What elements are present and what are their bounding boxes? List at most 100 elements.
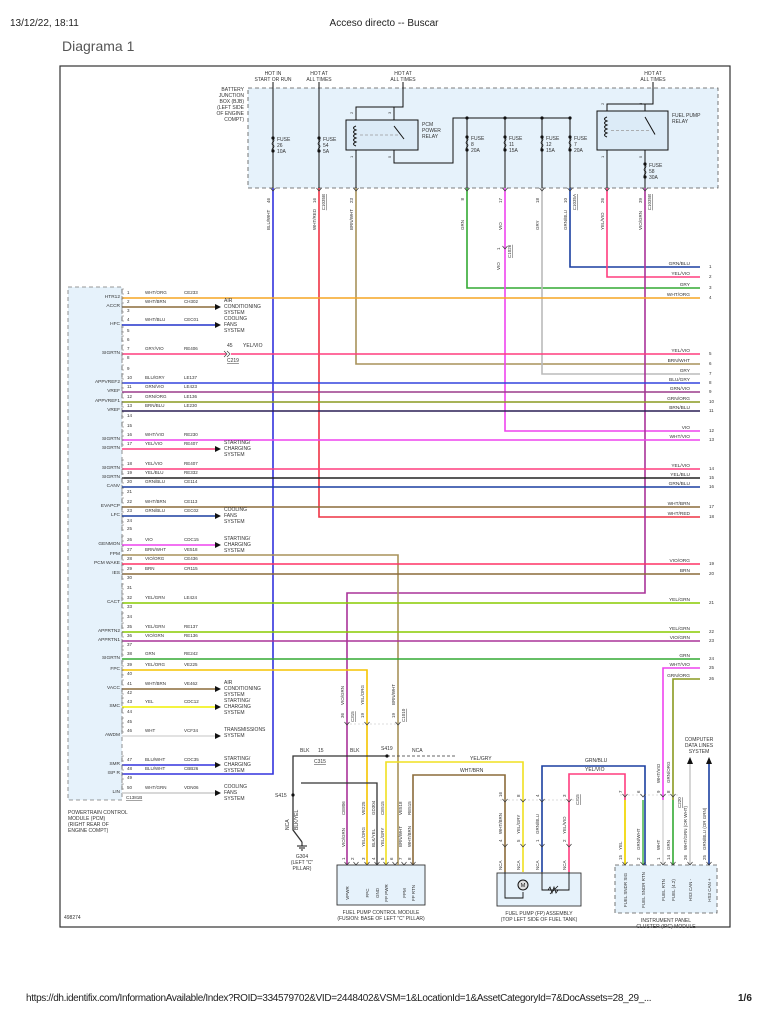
fuse-terminal	[643, 175, 647, 179]
c315-pin-number: 8	[516, 794, 521, 797]
destination-system-label: COOLING	[224, 507, 247, 513]
pcm-pin-name: FPC	[110, 666, 120, 672]
c219-pin: 45	[227, 343, 233, 349]
pcm-wire-label: BRN/BLU	[145, 403, 165, 408]
pcm-wire-label: BLU/WHT	[145, 766, 166, 771]
pcm-pin-bracket	[121, 524, 124, 531]
pcm-pin-number: 18	[127, 461, 133, 466]
pcm-label: (RIGHT REAR OF	[68, 822, 109, 828]
destination-system-label: FANS	[224, 790, 238, 796]
bjb-pin-terminal	[604, 187, 610, 192]
pcm-pin-bracket	[121, 564, 124, 571]
pcm-pin-bracket	[121, 726, 124, 733]
ipc-wire-label: GRN/BLU (OR GRN)	[702, 807, 707, 850]
motor-label: M	[521, 883, 526, 889]
wire-gry	[541, 188, 700, 375]
ipc-pin-terminal	[660, 861, 666, 866]
pcm-wire-label: GRN/VIO	[145, 384, 165, 389]
fuse-icon	[643, 164, 647, 178]
pcm-pin-number: 36	[127, 633, 133, 638]
right-connector-number: 16	[709, 484, 715, 489]
ipc-upper-wire: GRN/ORG	[666, 761, 671, 783]
destination-system-label: CONDITIONING	[224, 686, 261, 692]
bjb-connector-label: C1035A	[572, 194, 577, 210]
ipc-upper-wire: WHT/VIO	[656, 763, 661, 783]
pcm-pin-bracket	[121, 392, 124, 399]
connector-pin-number: 19	[391, 712, 396, 718]
ipc-wire-label: GRN	[666, 840, 671, 850]
bjb-pin-number: 10	[563, 198, 568, 204]
s415-label: S415	[275, 793, 287, 799]
footer-url[interactable]: https://dh.identifix.com/InformationAvai…	[26, 993, 652, 1004]
pcm-pin-bracket	[121, 326, 124, 333]
destination-system-label: COOLING	[224, 316, 247, 322]
wire-label: WHT/BRN	[460, 768, 484, 774]
arrow-icon	[215, 304, 221, 310]
fuse-terminal	[317, 136, 321, 140]
c220-terminal	[640, 793, 646, 798]
wire-wht-red	[318, 188, 700, 518]
c220-pin-number: 9	[656, 790, 661, 793]
wire-vio	[504, 188, 700, 432]
fpcm-pin-number: 6	[389, 857, 394, 860]
ipc-pin-number: 2	[636, 857, 641, 860]
pcm-wire-label: GRN	[145, 651, 155, 656]
fuse-terminal	[643, 162, 647, 166]
bjb-pin-terminal	[567, 187, 573, 192]
relay-pin-number: 3	[638, 102, 643, 105]
pcm-pin-number: 37	[127, 642, 133, 647]
pcm-pin-name: AWDM	[105, 732, 120, 738]
fp-assembly-box	[496, 872, 582, 907]
pcm-pin-bracket	[121, 707, 124, 714]
relay-pin-number: 3	[387, 111, 392, 114]
pcm-pin-number: 12	[127, 394, 133, 399]
bjb-pin-terminal	[539, 187, 545, 192]
pcm-pin-number: 15	[127, 423, 133, 428]
bjb-wire-label: GRN	[460, 220, 465, 230]
data-lines-label: COMPUTER	[685, 737, 714, 743]
pcm-pin-bracket	[121, 335, 124, 342]
pcm-circuit-label: CE436	[184, 556, 198, 561]
pcm-circuit-label: CDC35	[184, 757, 199, 762]
bjb-label: OF ENGINE	[216, 111, 244, 117]
right-connector-number: 6	[709, 361, 712, 366]
right-connector-number: 5	[709, 351, 712, 356]
pcm-pin-bracket	[121, 602, 124, 609]
pcm-pin-number: 11	[127, 384, 132, 389]
bjb-wire-label: VIO/GRN	[638, 211, 643, 230]
splice-dot	[568, 116, 572, 120]
pcm-circuit-label: CDC12	[184, 699, 199, 704]
right-connector-wire: YEL/VIO	[671, 348, 690, 354]
right-connector-wire: YEL/BLU	[670, 472, 690, 478]
relay-pin-number: 5	[387, 155, 392, 158]
fuse-number: 8	[471, 142, 474, 148]
nca-label: NCA	[285, 819, 291, 830]
pcm-pin-number: 16	[127, 432, 133, 437]
data-lines-label: DATA LINES	[685, 743, 714, 749]
wire-yel-vio	[568, 773, 626, 872]
destination-system-label: AIR	[224, 298, 233, 304]
fpcm-pin-number: 5	[380, 857, 385, 860]
right-connector-number: 3	[709, 285, 712, 290]
destination-system-label: FANS	[224, 322, 238, 328]
pcm-pin-bracket	[121, 773, 124, 780]
arrow-icon	[215, 446, 221, 452]
power-feed-label: START OR RUN	[255, 77, 292, 83]
pcm-pin-bracket	[121, 660, 124, 667]
right-connector-wire: GRN/BLU	[669, 261, 691, 267]
fpcm-pin-name: FPC	[365, 888, 370, 898]
wire-label: YEL/VIO	[585, 767, 605, 773]
bjb-wire-label: GRY	[535, 220, 540, 230]
pcm-pin-name: SMR	[109, 761, 120, 767]
pcm-pin-bracket	[121, 315, 124, 322]
pcm-pin-number: 22	[127, 499, 133, 504]
fpcm-pin-terminal	[353, 861, 359, 866]
destination-system-label: SYSTEM	[224, 519, 245, 525]
pcm-pin-number: 30	[127, 575, 133, 580]
pcm-pin-bracket	[121, 439, 124, 446]
bjb-wire-label: BRN/WHT	[349, 209, 354, 230]
power-feed-label: ALL TIMES	[306, 77, 332, 83]
pcm-wire-label: WHT	[145, 728, 155, 733]
c220-pin-number: 8	[666, 790, 671, 793]
fuse-number: 54	[323, 143, 329, 149]
